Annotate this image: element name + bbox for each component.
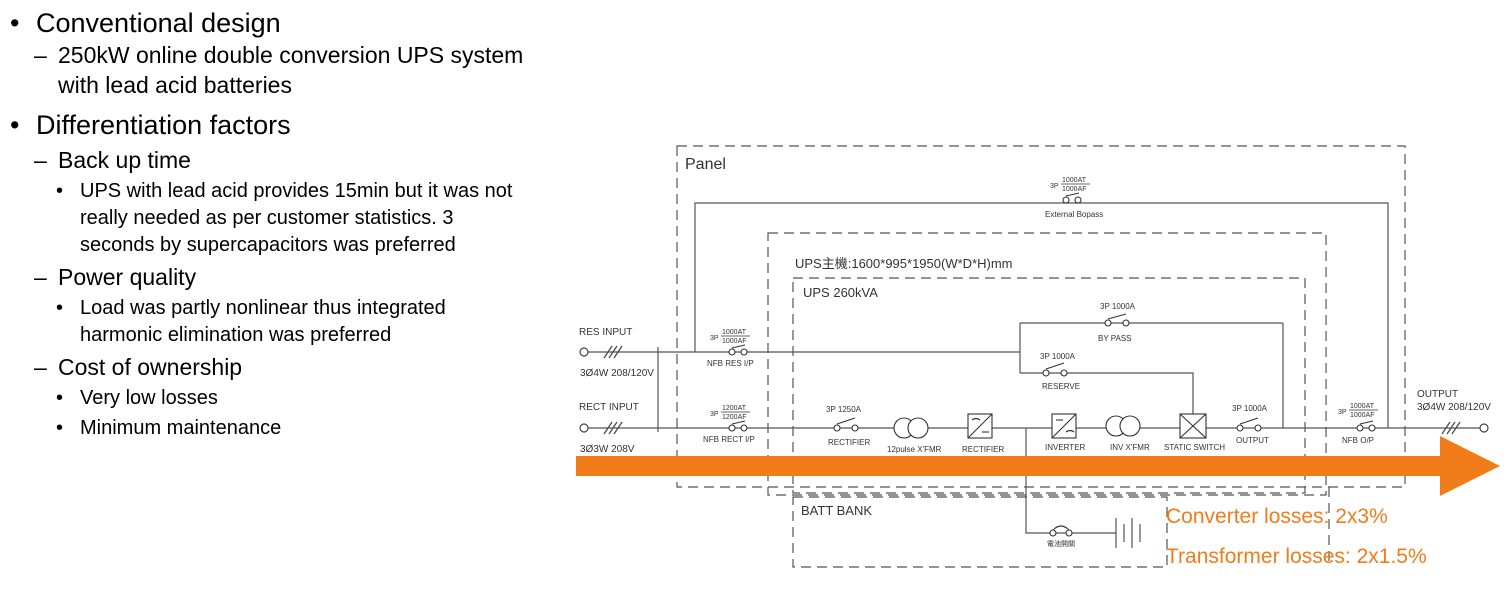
res-input-spec: 3Ø4W 208/120V (580, 368, 654, 379)
rect-input-spec: 3Ø3W 208V (580, 444, 635, 455)
external-bypass-rating-bottom: 1000AF (1062, 186, 1087, 193)
battery-switch-label: 電池開關 (1047, 539, 1075, 548)
rectifier-switch-rating: 3P 1250A (826, 405, 862, 414)
transformer-icon (893, 417, 929, 439)
nfb-rect-pole: 3P (710, 411, 719, 418)
sub-bullet-back-up-time: –Back up time (34, 147, 191, 173)
external-bypass-breaker-icon (1062, 192, 1082, 204)
res-input-terminal (579, 347, 589, 357)
external-bypass-line (694, 202, 1389, 428)
panel-label: Panel (685, 156, 726, 173)
nfb-res-breaker-icon (728, 344, 748, 356)
inverter-block-icon (1051, 413, 1077, 439)
nfb-res-label: NFB RES I/P (707, 359, 754, 368)
nfb-res-pole: 3P (710, 335, 719, 342)
rectifier-switch-icon (833, 417, 859, 432)
nfb-res-rating-top: 1000AT (722, 329, 747, 336)
bullet-conventional-design: Conventional design (10, 6, 530, 40)
inv-transformer-icon (1105, 415, 1141, 437)
output-switch-label: OUTPUT (1236, 436, 1269, 445)
ups-rating-label: UPS 260kVA (803, 285, 878, 300)
res-input-label: RES INPUT (579, 327, 632, 338)
bypass-rating: 3P 1000A (1100, 302, 1136, 311)
nfb-output-pole: 3P (1338, 409, 1347, 416)
bypass-switch-icon (1104, 313, 1130, 327)
ups-module-box (792, 277, 1306, 494)
static-switch-label: STATIC SWITCH (1164, 443, 1225, 452)
panel-box (676, 145, 1406, 488)
bypass-label: BY PASS (1098, 334, 1132, 343)
batt-bank-label: BATT BANK (801, 503, 872, 518)
output-label: OUTPUT (1417, 389, 1458, 400)
reserve-label: RESERVE (1042, 382, 1080, 391)
external-bypass-rating-top: 1000AT (1062, 177, 1087, 184)
reserve-switch-icon (1042, 362, 1068, 377)
nfb-output-breaker-icon (1356, 420, 1376, 432)
transformer-losses-label: Transformer losses: 2x1.5% (1166, 545, 1427, 568)
batt-bank-box (792, 496, 1168, 568)
power-flow-arrow (576, 436, 1500, 496)
battery-switch-icon (1049, 525, 1073, 537)
external-bypass-pole: 3P (1050, 183, 1059, 190)
nfb-output-rating-bottom: 1000AF (1350, 412, 1375, 419)
transformer-label: 12pulse X'FMR (887, 445, 942, 454)
inv-transformer-label: INV X'FMR (1110, 443, 1150, 452)
nfb-rect-rating-bottom: 1200AF (722, 414, 747, 421)
reserve-rating: 3P 1000A (1040, 352, 1076, 361)
bullet-differentiation-factors: Differentiation factors (10, 108, 530, 142)
nfb-output-label: NFB O/P (1342, 436, 1374, 445)
detail-low-losses: •Very low losses (56, 387, 218, 409)
detail-minimum-maintenance: •Minimum maintenance (56, 417, 282, 439)
inverter-label: INVERTER (1045, 443, 1086, 452)
external-bypass-label: External Bopass (1045, 210, 1103, 219)
output-spec: 3Ø4W 208/120V (1417, 402, 1491, 413)
rectifier-block-label: RECTIFIER (962, 445, 1004, 454)
converter-losses-label: Converter losses: 2x3% (1166, 505, 1388, 528)
output-switch-rating: 3P 1000A (1232, 404, 1268, 413)
sub-bullet-power-quality: –Power quality (34, 264, 197, 290)
nfb-rect-label: NFB RECT I/P (703, 435, 755, 444)
nfb-rect-rating-top: 1200AT (722, 405, 747, 412)
rectifier-switch-label: RECTIFIER (828, 438, 870, 447)
nfb-res-rating-bottom: 1000AF (722, 338, 747, 345)
output-terminal (1479, 423, 1489, 433)
detail-back-up-time: •UPS with lead acid provides 15min but i… (56, 180, 513, 256)
sub-bullet-cost-of-ownership: –Cost of ownership (34, 354, 243, 380)
ups-dimensions-label: UPS主機:1600*995*1950(W*D*H)mm (795, 256, 1012, 271)
nfb-rect-breaker-icon (728, 420, 748, 432)
nfb-output-rating-top: 1000AT (1350, 403, 1375, 410)
sub-bullet-ups-system: –250kW online double conversion UPS syst… (34, 42, 524, 98)
rect-input-label: RECT INPUT (579, 402, 639, 413)
rect-input-terminal (579, 423, 589, 433)
output-switch-icon (1236, 417, 1262, 432)
bullet-list: Conventional design –250kW online double… (10, 4, 530, 442)
rectifier-block-icon (967, 413, 993, 439)
static-switch-icon (1179, 413, 1207, 439)
detail-power-quality: •Load was partly nonlinear thus integrat… (56, 297, 446, 346)
ups-cabinet-box (767, 232, 1327, 496)
